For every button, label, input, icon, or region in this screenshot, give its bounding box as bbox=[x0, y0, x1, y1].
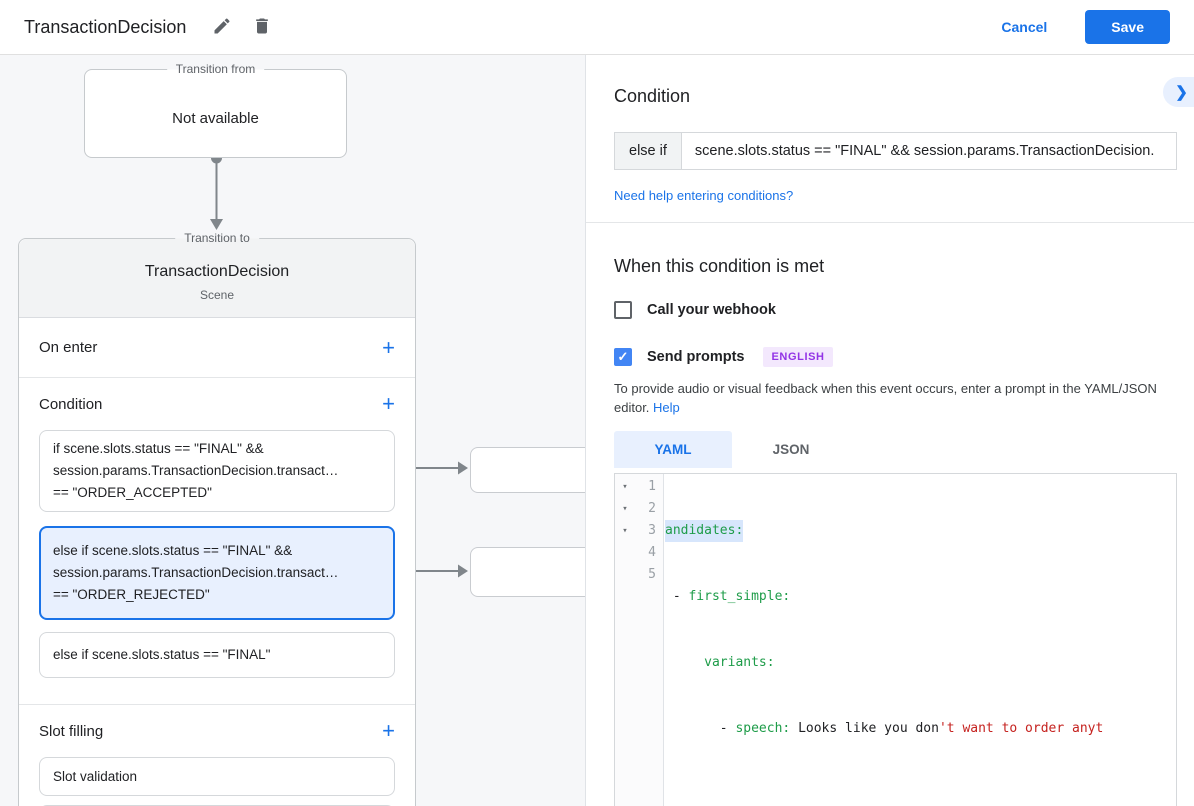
transition-to-legend: Transition to bbox=[175, 231, 259, 245]
yaml-key: speech: bbox=[735, 721, 791, 736]
condition-line: if scene.slots.status == "FINAL" && bbox=[53, 441, 264, 456]
on-enter-label: On enter bbox=[39, 339, 98, 356]
add-on-enter-button[interactable]: + bbox=[382, 334, 395, 360]
condition-item-order-rejected-selected[interactable]: else if scene.slots.status == "FINAL" &&… bbox=[39, 526, 395, 620]
language-badge: ENGLISH bbox=[763, 347, 833, 367]
condition-expression-input[interactable] bbox=[681, 132, 1177, 170]
code-line-3: variants: bbox=[665, 652, 1176, 674]
check-icon: ✓ bbox=[617, 349, 629, 364]
slot-filling-label: Slot filling bbox=[39, 722, 104, 740]
add-slot-button[interactable]: + bbox=[382, 718, 395, 743]
line-number: 5 bbox=[648, 567, 656, 582]
webhook-label: Call your webhook bbox=[647, 302, 776, 318]
pencil-icon bbox=[212, 16, 232, 39]
transition-from-legend: Transition from bbox=[166, 62, 265, 76]
save-button[interactable]: Save bbox=[1085, 10, 1170, 44]
slot-validation-item[interactable]: Slot validation bbox=[39, 757, 395, 796]
code-line-4: - speech: Looks like you don't want to o… bbox=[665, 718, 1176, 740]
collapse-panel-button[interactable]: ❯ bbox=[1163, 77, 1194, 107]
code-area[interactable]: andidates: - first_simple: variants: - s… bbox=[664, 474, 1176, 806]
transition-target-node-2[interactable] bbox=[470, 547, 585, 597]
yaml-plain: - bbox=[665, 589, 689, 604]
send-prompts-row: ✓ Send prompts ENGLISH bbox=[614, 347, 1177, 367]
fold-toggle-icon[interactable]: ▾ bbox=[622, 526, 628, 536]
yaml-key: variants: bbox=[665, 655, 775, 670]
condition-section: Condition + if scene.slots.status == "FI… bbox=[19, 378, 415, 705]
condition-heading: Condition bbox=[614, 86, 691, 106]
trash-icon bbox=[252, 16, 272, 39]
line-number: 2 bbox=[648, 501, 656, 516]
condition-section-label: Condition bbox=[39, 395, 103, 413]
condition-operator-label: else if bbox=[614, 132, 682, 170]
add-condition-button[interactable]: + bbox=[382, 391, 395, 416]
scene-card-subtitle: Scene bbox=[199, 288, 235, 302]
webhook-checkbox[interactable] bbox=[614, 301, 632, 319]
send-prompts-label: Send prompts bbox=[647, 349, 745, 365]
transition-from-value: Not available bbox=[172, 110, 259, 127]
code-line-1: andidates: bbox=[665, 520, 1176, 542]
yaml-code-editor: ▾ ▾ ▾ 1 2 3 4 5 andidates: - first_simpl… bbox=[614, 473, 1177, 806]
yaml-plain: Looks like you don bbox=[790, 721, 939, 736]
chevron-right-icon: ❯ bbox=[1175, 84, 1188, 101]
transition-from-node: Transition from Not available bbox=[84, 62, 347, 158]
yaml-plain: - bbox=[665, 721, 736, 736]
tab-json[interactable]: JSON bbox=[772, 442, 810, 457]
line-number: 4 bbox=[648, 545, 656, 560]
code-line-5 bbox=[665, 784, 1176, 806]
helper-help-link[interactable]: Help bbox=[653, 400, 680, 415]
scene-card-title: TransactionDecision bbox=[144, 263, 290, 280]
webhook-row: Call your webhook bbox=[614, 301, 1177, 319]
cancel-button[interactable]: Cancel bbox=[1001, 19, 1048, 35]
editor-tabs: YAML JSON bbox=[614, 431, 1177, 468]
condition-line: session.params.TransactionDecision.trans… bbox=[53, 565, 339, 580]
condition-detail-panel: ❯ Condition else if Need help entering c… bbox=[585, 55, 1194, 806]
line-number: 3 bbox=[648, 523, 656, 538]
panel-divider bbox=[586, 222, 1194, 223]
condition-line: == "ORDER_ACCEPTED" bbox=[53, 485, 212, 500]
condition-line: session.params.TransactionDecision.trans… bbox=[53, 463, 339, 478]
line-number: 1 bbox=[648, 479, 656, 494]
fold-toggle-icon[interactable]: ▾ bbox=[622, 482, 628, 492]
prompts-helper-text: To provide audio or visual feedback when… bbox=[614, 379, 1176, 417]
fold-gutter: ▾ ▾ ▾ bbox=[615, 474, 635, 806]
yaml-key: first_simple: bbox=[688, 589, 791, 604]
condition-line: else if scene.slots.status == "FINAL" && bbox=[53, 543, 293, 558]
when-met-heading: When this condition is met bbox=[614, 256, 825, 276]
transition-target-node-1[interactable] bbox=[470, 447, 585, 493]
yaml-key-selected: andidates: bbox=[665, 520, 744, 542]
edit-title-button[interactable] bbox=[208, 12, 236, 43]
page-title: TransactionDecision bbox=[24, 16, 187, 37]
scene-node-card: Transition to TransactionDecision Scene … bbox=[18, 231, 416, 806]
code-line-2: - first_simple: bbox=[665, 586, 1176, 608]
condition-input-row: else if bbox=[614, 132, 1177, 170]
send-prompts-checkbox[interactable]: ✓ bbox=[614, 348, 632, 366]
condition-line: else if scene.slots.status == "FINAL" bbox=[53, 647, 271, 662]
slot-filling-section: Slot filling + Slot validation bbox=[19, 705, 415, 806]
line-number-gutter: 1 2 3 4 5 bbox=[635, 474, 664, 806]
delete-scene-button[interactable] bbox=[248, 12, 276, 43]
yaml-string: 't want to order anyt bbox=[938, 721, 1104, 736]
condition-line: == "ORDER_REJECTED" bbox=[53, 587, 210, 602]
top-bar: TransactionDecision Cancel Save bbox=[0, 0, 1194, 55]
helper-text-body: To provide audio or visual feedback when… bbox=[614, 381, 1157, 415]
condition-item-order-accepted[interactable]: if scene.slots.status == "FINAL" && sess… bbox=[39, 430, 395, 512]
conditions-help-link[interactable]: Need help entering conditions? bbox=[614, 188, 794, 203]
condition-item-final[interactable]: else if scene.slots.status == "FINAL" bbox=[39, 632, 395, 678]
tab-yaml[interactable]: YAML bbox=[614, 431, 732, 468]
scene-graph-canvas: Transition from Not available Transition… bbox=[0, 55, 585, 806]
fold-toggle-icon[interactable]: ▾ bbox=[622, 504, 628, 514]
scene-card-header: TransactionDecision Scene bbox=[19, 239, 415, 318]
on-enter-section: On enter + bbox=[19, 318, 415, 378]
